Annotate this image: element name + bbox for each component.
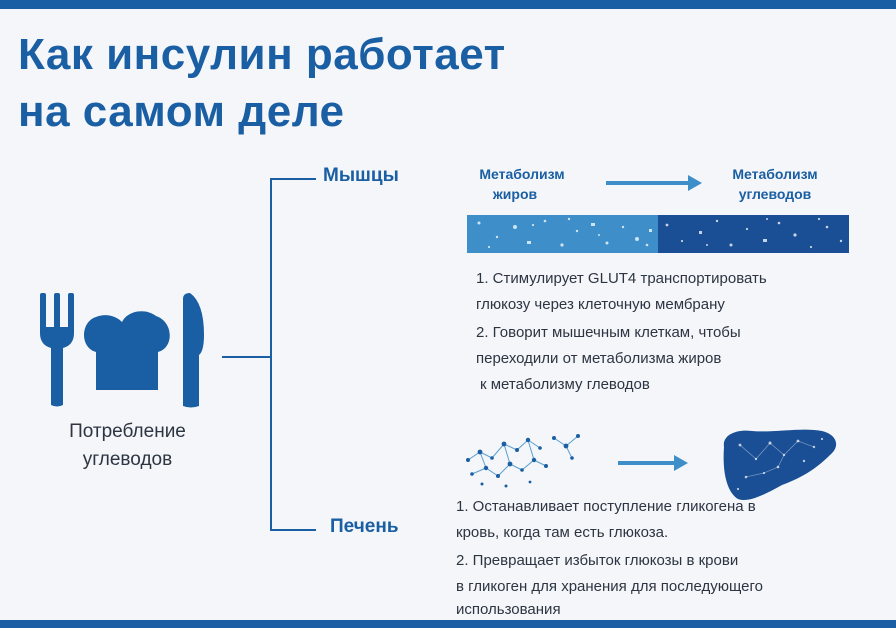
muscles-point-1: 1. Стимулирует GLUT4 транспортировать гл… — [476, 266, 767, 318]
liver-label: Печень — [330, 516, 399, 537]
muscles-label: Мышцы — [323, 165, 399, 186]
connector-muscles — [270, 178, 316, 180]
metabolism-transition-bar — [467, 215, 849, 253]
muscles-point-1-line-1: 1. Стимулирует GLUT4 транспортировать — [476, 270, 767, 287]
connector-liver — [270, 529, 316, 531]
bar-speckle-pattern — [477, 217, 843, 249]
carb-metabolism-line-1: Метаболизм — [732, 166, 818, 182]
title-line-2: на самом деле — [18, 87, 345, 136]
page-title: Как инсулин работает на самом деле — [18, 26, 718, 140]
connector-food — [222, 356, 271, 358]
liver-point-1-line-2: кровь, когда там есть глюкоза. — [456, 524, 669, 541]
liver-point-2-line-3: использования — [456, 601, 561, 618]
top-border — [0, 0, 896, 9]
food-label-line-2: углеводов — [82, 449, 173, 470]
fat-metabolism-line-2: жиров — [492, 186, 538, 202]
muscles-point-2: 2. Говорит мышечным клеткам, чтобы перех… — [476, 320, 741, 398]
arrow-right-icon — [618, 455, 688, 471]
liver-point-2: 2. Превращает избыток глюкозы в крови в … — [456, 548, 763, 620]
glucose-molecules-icon — [466, 434, 580, 488]
title-line-1: Как инсулин работает — [18, 30, 506, 79]
liver-point-2-line-1: 2. Превращает избыток глюкозы в крови — [456, 552, 739, 569]
liver-point-1: 1. Останавливает поступление гликогена в… — [456, 494, 756, 546]
carb-metabolism-label: Метаболизм углеводов — [700, 164, 850, 204]
liver-icon — [723, 429, 837, 501]
knife-icon — [183, 293, 204, 408]
muscles-point-1-line-2: глюкозу через клеточную мембрану — [476, 296, 725, 313]
liver-point-1-line-1: 1. Останавливает поступление гликогена в — [456, 498, 756, 515]
bottom-border — [0, 620, 896, 628]
connector-vertical — [270, 178, 272, 530]
muscles-point-2-line-1: 2. Говорит мышечным клеткам, чтобы — [476, 324, 741, 341]
food-label: Потребление углеводов — [20, 418, 235, 474]
fat-metabolism-label: Метаболизм жиров — [447, 164, 597, 204]
fork-icon — [40, 293, 74, 407]
carb-metabolism-segment — [658, 215, 849, 253]
liver-point-2-line-2: в гликоген для хранения для последующего — [456, 578, 764, 595]
fat-metabolism-segment — [467, 215, 658, 253]
bread-icon — [84, 311, 170, 390]
food-label-line-1: Потребление — [69, 421, 186, 442]
carb-metabolism-line-2: углеводов — [738, 186, 812, 202]
muscles-point-2-line-2: переходили от метаболизма жиров — [476, 350, 722, 367]
fat-metabolism-line-1: Метаболизм — [479, 166, 565, 182]
muscles-point-2-line-3: к метаболизму глеводов — [480, 376, 650, 393]
arrow-right-icon — [606, 175, 702, 191]
